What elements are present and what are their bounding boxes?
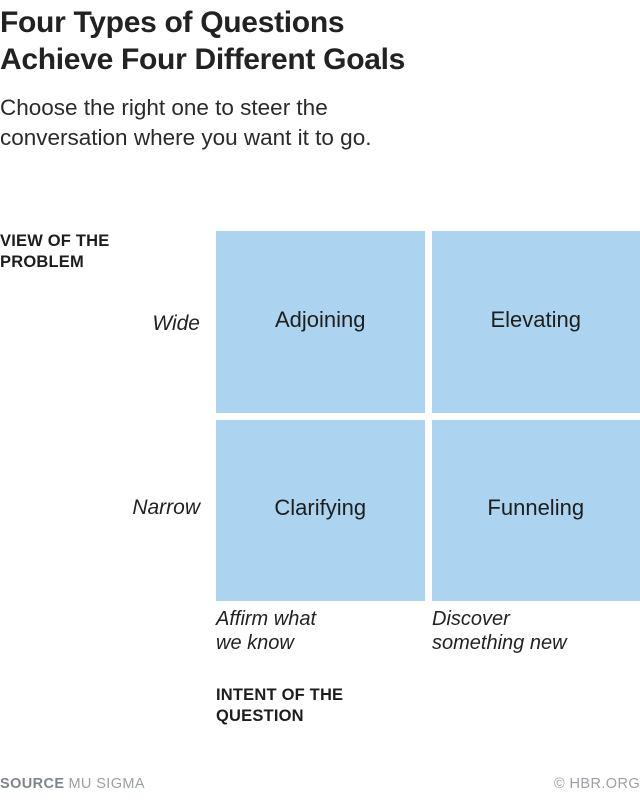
matrix-chart: VIEW OF THE PROBLEM Wide Narrow Adjoinin… [0, 225, 640, 755]
quadrant-cell-funneling[interactable]: Funneling [431, 419, 640, 601]
y-axis-title: VIEW OF THE PROBLEM [0, 232, 110, 271]
quadrant-label-funneling: Funneling [487, 495, 585, 521]
source-value: MU SIGMA [68, 776, 145, 792]
quadrant-cell-adjoining[interactable]: Adjoining [216, 231, 425, 413]
quadrant-cell-clarifying[interactable]: Clarifying [216, 419, 425, 601]
y-axis-tick-narrow: Narrow [132, 496, 200, 519]
quadrant-label-clarifying: Clarifying [274, 495, 367, 521]
quadrant-cell-elevating[interactable]: Elevating [431, 231, 640, 413]
header: Four Types of Questions Achieve Four Dif… [0, 0, 640, 153]
x-axis-title: INTENT OF THE QUESTION [216, 686, 344, 725]
source-label: SOURCE [0, 776, 65, 792]
page-title: Four Types of Questions Achieve Four Dif… [0, 6, 406, 76]
copyright-notice: © HBR.ORG [554, 776, 640, 792]
quadrant-label-elevating: Elevating [490, 306, 581, 332]
y-axis-tick-wide: Wide [152, 312, 200, 335]
quadrant-label-adjoining: Adjoining [274, 306, 366, 332]
page-subtitle: Choose the right one to steer the conver… [0, 94, 372, 150]
quadrant-grid: Adjoining Elevating Clarifying Funneling [216, 231, 640, 601]
x-axis-tick-affirm: Affirm what we know [216, 608, 317, 654]
x-axis-tick-discover: Discover something new [432, 608, 567, 654]
